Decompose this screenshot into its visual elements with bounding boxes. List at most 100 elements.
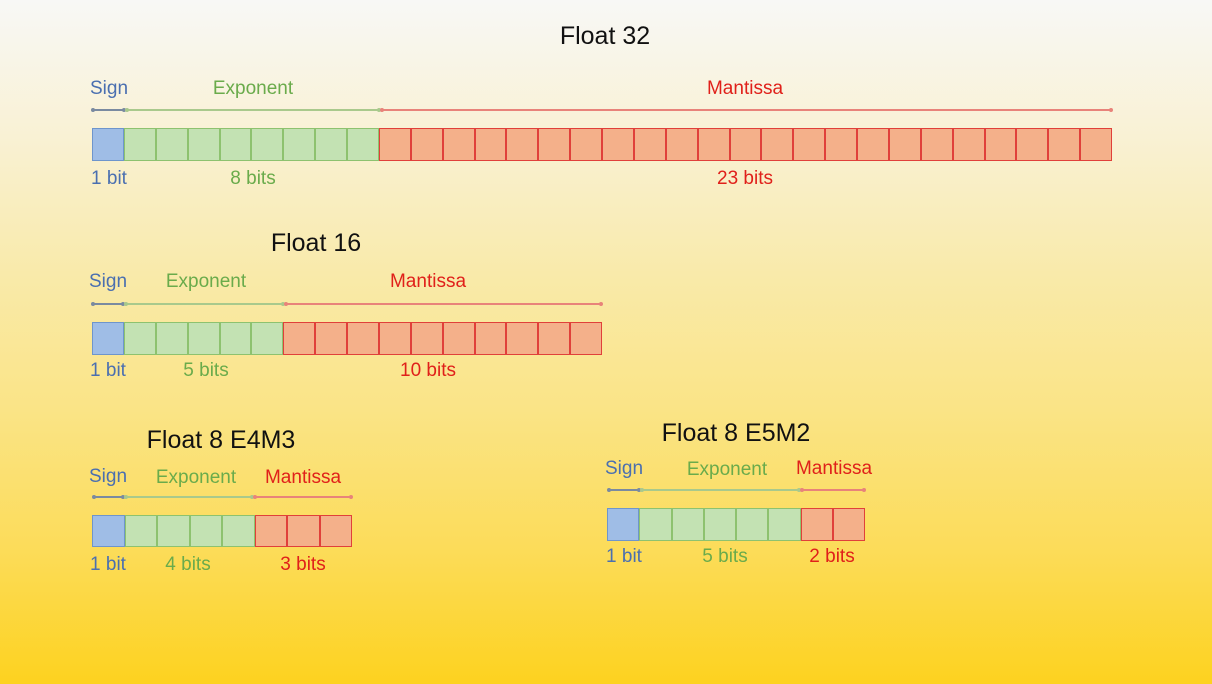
arrow-endpoint-icon — [607, 487, 611, 492]
exponent-label: Exponent — [155, 467, 237, 488]
exponent-bit-cell — [219, 128, 252, 161]
arrow-endpoint-icon — [599, 301, 603, 306]
bit-row — [607, 508, 865, 541]
exponent-label: Exponent — [686, 459, 768, 480]
arrow-endpoint-icon — [124, 494, 128, 499]
exponent-bit-cell — [251, 322, 284, 355]
mantissa-label: Mantissa — [389, 271, 467, 292]
mantissa-bit-count: 10 bits — [400, 360, 456, 381]
mantissa-bit-cell — [315, 322, 347, 355]
mantissa-bit-cell — [347, 322, 379, 355]
mantissa-bit-cell — [570, 128, 602, 161]
arrow-endpoint-icon — [92, 494, 96, 499]
mantissa-bit-cell — [506, 128, 539, 161]
bit-row — [92, 128, 1112, 161]
mantissa-bit-cell — [800, 508, 833, 541]
exponent-span-arrow — [124, 494, 254, 499]
exponent-bit-cell — [123, 322, 156, 355]
mantissa-bit-cell — [378, 322, 411, 355]
sign-bit-cell — [92, 515, 125, 547]
exponent-bit-cell — [219, 322, 252, 355]
bit-row — [92, 322, 602, 355]
arrow-endpoint-icon — [797, 487, 801, 492]
format-title: Float 8 E4M3 — [146, 426, 296, 454]
arrow-endpoint-icon — [122, 107, 126, 112]
mantissa-bit-cell — [602, 128, 634, 161]
mantissa-span-arrow — [284, 301, 603, 306]
mantissa-bit-count: 23 bits — [717, 168, 773, 189]
mantissa-bit-cell — [538, 322, 571, 355]
arrow-endpoint-icon — [284, 301, 288, 306]
exponent-bit-cell — [283, 128, 316, 161]
mantissa-bit-cell — [283, 322, 316, 355]
mantissa-bit-cell — [506, 322, 539, 355]
mantissa-bit-cell — [319, 515, 352, 547]
exponent-bit-cell — [347, 128, 379, 161]
arrow-endpoint-icon — [121, 494, 125, 499]
mantissa-bit-cell — [1048, 128, 1081, 161]
exponent-bit-count: 5 bits — [183, 360, 229, 381]
arrow-endpoint-icon — [349, 494, 353, 499]
mantissa-bit-cell — [697, 128, 730, 161]
arrow-endpoint-icon — [124, 301, 128, 306]
exponent-bit-cell — [155, 128, 188, 161]
mantissa-label: Mantissa — [706, 78, 784, 99]
arrow-endpoint-icon — [800, 487, 804, 492]
mantissa-bit-cell — [378, 128, 411, 161]
sign-label: Sign — [89, 78, 129, 99]
mantissa-bit-cell — [984, 128, 1017, 161]
exponent-bit-cell — [155, 322, 188, 355]
arrow-endpoint-icon — [377, 107, 381, 112]
arrow-endpoint-icon — [253, 494, 257, 499]
arrow-endpoint-icon — [640, 487, 644, 492]
sign-span-arrow — [92, 494, 125, 499]
exponent-bit-cell — [187, 128, 220, 161]
mantissa-bit-cell — [442, 322, 475, 355]
bit-row — [92, 515, 352, 547]
mantissa-bit-cell — [832, 508, 865, 541]
mantissa-bit-cell — [474, 128, 507, 161]
mantissa-bit-cell — [729, 128, 762, 161]
mantissa-bit-cell — [254, 515, 287, 547]
exponent-label: Exponent — [165, 271, 247, 292]
exponent-bit-cell — [315, 128, 347, 161]
mantissa-bit-cell — [857, 128, 889, 161]
exponent-bit-cell — [222, 515, 255, 547]
arrow-endpoint-icon — [862, 487, 866, 492]
mantissa-span-arrow — [380, 107, 1113, 112]
mantissa-bit-cell — [920, 128, 953, 161]
arrow-endpoint-icon — [1109, 107, 1113, 112]
exponent-label: Exponent — [212, 78, 294, 99]
mantissa-bit-count: 3 bits — [280, 554, 326, 575]
sign-bit-count: 1 bit — [91, 168, 127, 189]
exponent-bit-cell — [123, 128, 156, 161]
sign-span-arrow — [607, 487, 641, 492]
exponent-bit-count: 8 bits — [230, 168, 276, 189]
exponent-bit-cell — [189, 515, 222, 547]
arrow-endpoint-icon — [380, 107, 384, 112]
mantissa-bit-cell — [825, 128, 857, 161]
arrow-endpoint-icon — [91, 107, 95, 112]
sign-bit-count: 1 bit — [90, 360, 126, 381]
exponent-bit-cell — [639, 508, 672, 541]
arrow-endpoint-icon — [250, 494, 254, 499]
mantissa-bit-cell — [793, 128, 826, 161]
mantissa-bit-cell — [410, 322, 443, 355]
sign-label: Sign — [88, 271, 128, 292]
mantissa-bit-cell — [761, 128, 794, 161]
sign-span-arrow — [91, 107, 126, 112]
format-title: Float 32 — [559, 22, 651, 50]
mantissa-bit-cell — [633, 128, 666, 161]
arrow-endpoint-icon — [125, 107, 129, 112]
mantissa-bit-cell — [570, 322, 602, 355]
mantissa-bit-cell — [538, 128, 571, 161]
mantissa-bit-cell — [474, 322, 507, 355]
mantissa-bit-cell — [665, 128, 698, 161]
mantissa-bit-cell — [952, 128, 985, 161]
mantissa-bit-cell — [1016, 128, 1049, 161]
exponent-bit-cell — [251, 128, 284, 161]
exponent-bit-count: 5 bits — [702, 546, 748, 567]
exponent-bit-cell — [768, 508, 801, 541]
exponent-bit-cell — [157, 515, 190, 547]
exponent-bit-cell — [187, 322, 220, 355]
